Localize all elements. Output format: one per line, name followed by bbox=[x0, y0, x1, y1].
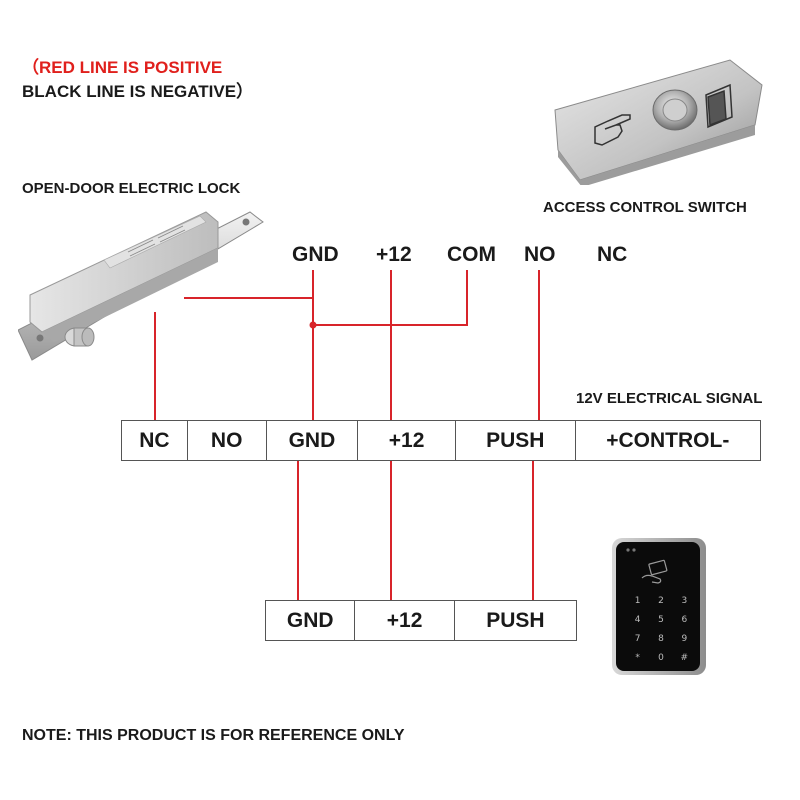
key-7: 7 bbox=[634, 634, 641, 644]
keypad-terminal-gnd: GND bbox=[266, 601, 356, 640]
door-icon bbox=[705, 83, 733, 129]
keypad-terminal-push: PUSH bbox=[486, 608, 545, 632]
legend-close-paren: ） bbox=[236, 82, 254, 101]
switch-label: ACCESS CONTROL SWITCH bbox=[543, 199, 747, 216]
controller-terminal-nc: NC bbox=[122, 421, 188, 460]
legend-positive: （RED LINE IS POSITIVE bbox=[22, 56, 253, 80]
key-6: 6 bbox=[681, 615, 688, 625]
legend-red-line: RED LINE IS POSITIVE bbox=[39, 58, 223, 77]
hand-pointer-icon bbox=[594, 114, 631, 146]
legend-negative: BLACK LINE IS NEGATIVE） bbox=[22, 80, 253, 104]
keypad-keys: 1 2 3 4 5 6 7 8 9 * 0 # bbox=[626, 596, 696, 663]
controller-terminal-control: +CONTROL- bbox=[606, 428, 730, 452]
switch-terminal-12v: +12 bbox=[376, 243, 412, 266]
key-9: 9 bbox=[681, 634, 688, 644]
key-hash: # bbox=[680, 653, 689, 663]
wire-junction-dot bbox=[309, 321, 317, 329]
keypad-device: 1 2 3 4 5 6 7 8 9 * 0 # bbox=[612, 538, 706, 675]
controller-terminal-12v: +12 bbox=[358, 421, 456, 460]
signal-label: 12V ELECTRICAL SIGNAL bbox=[576, 390, 763, 407]
keypad-terminal-12v: +12 bbox=[355, 601, 455, 640]
card-icon bbox=[641, 559, 668, 584]
key-2: 2 bbox=[658, 596, 664, 606]
exit-button-icon bbox=[554, 59, 763, 185]
key-8: 8 bbox=[658, 634, 664, 644]
keypad-terminal-block: GND +12 PUSH bbox=[265, 600, 577, 641]
key-star: * bbox=[635, 653, 640, 663]
controller-terminal-no: NO bbox=[188, 421, 267, 460]
key-0: 0 bbox=[658, 653, 664, 663]
electric-lock-icon bbox=[18, 211, 264, 361]
wire-com-to-gnd bbox=[312, 270, 468, 326]
key-5: 5 bbox=[658, 615, 664, 625]
note: NOTE: THIS PRODUCT IS FOR REFERENCE ONLY bbox=[22, 727, 405, 744]
controller-terminal-push: PUSH bbox=[456, 421, 576, 460]
keypad-icon bbox=[612, 538, 706, 675]
legend-open-paren: （ bbox=[22, 58, 39, 77]
switch-terminal-no: NO bbox=[524, 243, 556, 266]
key-3: 3 bbox=[681, 596, 688, 606]
key-1: 1 bbox=[634, 596, 641, 606]
switch-terminal-com: COM bbox=[447, 243, 496, 266]
switch-terminal-nc: NC bbox=[597, 243, 628, 266]
key-4: 4 bbox=[634, 615, 641, 625]
lock-label: OPEN-DOOR ELECTRIC LOCK bbox=[22, 180, 241, 197]
controller-terminal-block: NC NO GND +12 PUSH +CONTROL- bbox=[121, 420, 761, 461]
controller-terminal-gnd: GND bbox=[267, 421, 359, 460]
legend-black-line: BLACK LINE IS NEGATIVE bbox=[22, 82, 237, 101]
switch-terminal-gnd: GND bbox=[292, 243, 339, 266]
legend: （RED LINE IS POSITIVE BLACK LINE IS NEGA… bbox=[22, 56, 253, 104]
